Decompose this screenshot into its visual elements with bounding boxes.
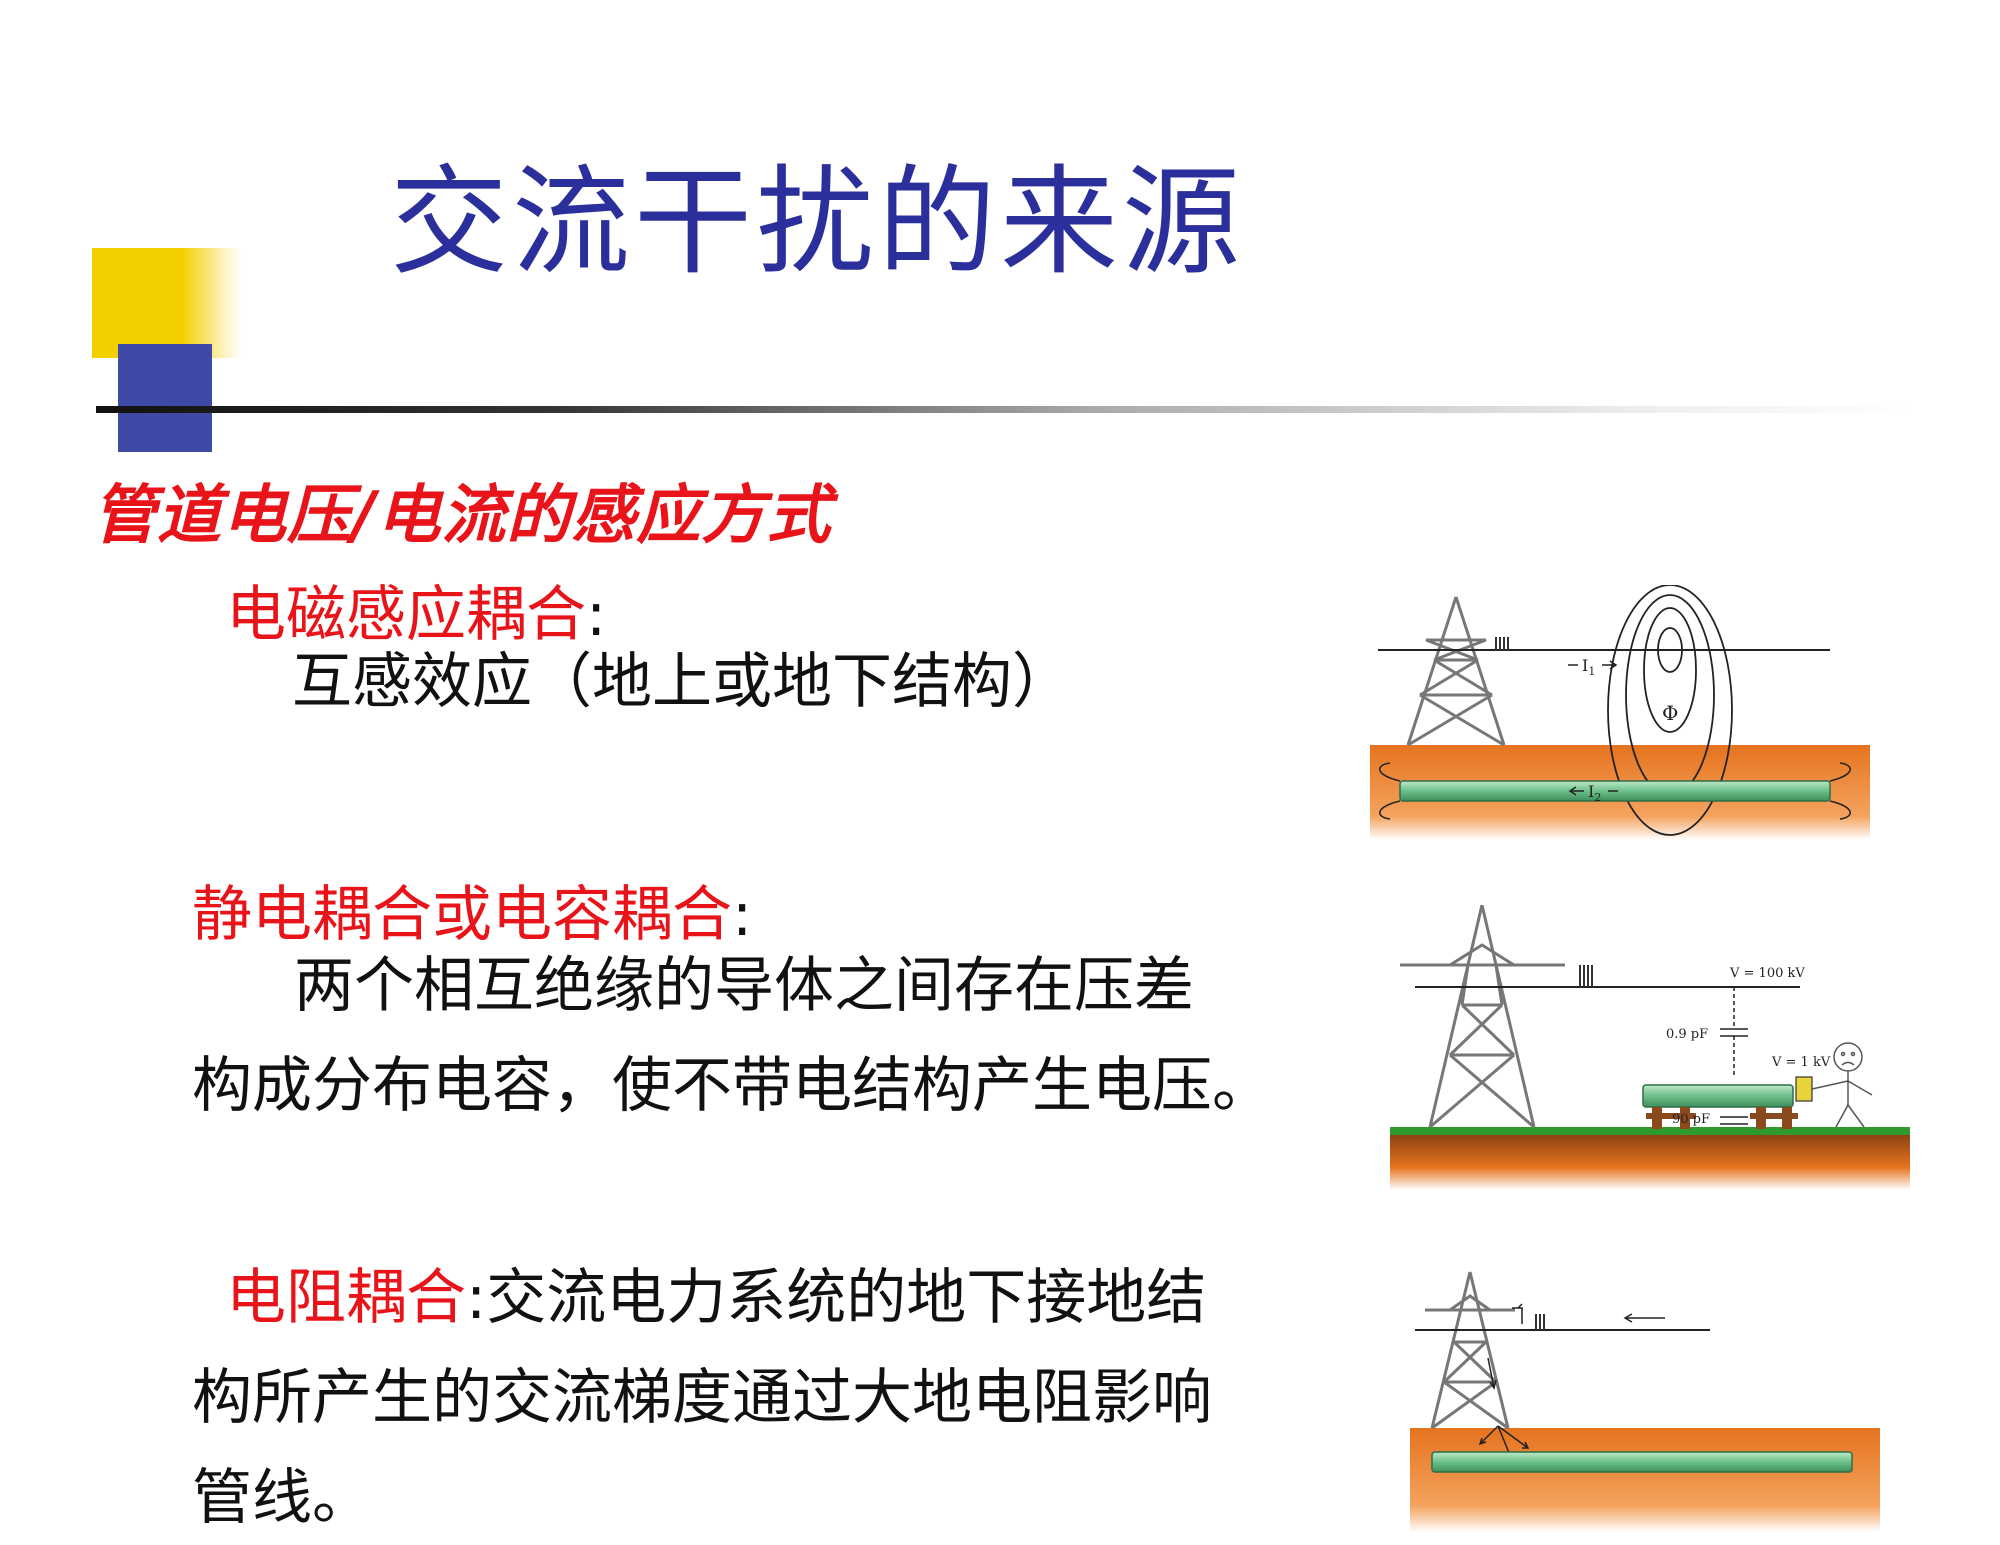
electromagnetic-description: 互感效应（地上或地下结构） [292,647,1072,717]
resistive-line-1: 电阻耦合:交流电力系统的地下接地结 [226,1262,1206,1334]
decor-blue-square [118,344,212,452]
resistive-line-3: 管线。 [192,1463,372,1533]
pipe-end-current-loops [1379,762,1851,820]
term-electrostatic: 静电耦合或电容耦合: [192,866,752,953]
soil-layer [1390,1133,1910,1190]
insulator [1495,637,1509,651]
resistive-line-1-text: :交流电力系统的地下接地结 [466,1263,1207,1333]
electrostatic-line-1: 两个相互绝缘的导体之间存在压差 [294,951,1194,1021]
capacitor-lower [1720,1116,1748,1125]
transmission-tower [1400,905,1565,1129]
transmission-tower [1425,1271,1515,1430]
capacitive-coupling-diagram: V = 100 kV 0.9 pF 90 pF V = 1 kV [1390,905,1910,1190]
section-subtitle: 管道电压/电流的感应方式 [92,479,832,553]
soil-layer [1410,1428,1880,1532]
term-resistive-label: 电阻耦合 [226,1263,466,1333]
decor-yellow-square [92,248,242,358]
voltmeter [1795,1076,1813,1102]
title-divider-line [96,406,1916,413]
flux-symbol: Φ [1662,701,1678,725]
svg-text:I2: I2 [1588,782,1601,804]
transmission-tower [1406,596,1506,747]
current-label-i2: I2 [1568,782,1618,804]
line-voltage-label: V = 100 kV [1729,966,1805,981]
term-electromagnetic-label: 电磁感应耦合 [226,580,586,650]
slide-title: 交流干扰的来源 [390,153,1245,291]
grass-strip [1390,1127,1910,1135]
resistive-coupling-diagram [1410,1271,1880,1532]
current-label-i1: I1 [1568,656,1618,678]
term-colon: : [732,880,753,950]
pipe-supports [1646,1107,1798,1129]
stick-figure [1811,1042,1873,1128]
capacitance-lower-label: 90 pF [1672,1112,1710,1127]
term-colon: : [586,580,607,650]
pipe-on-supports [1642,1084,1794,1108]
electrostatic-line-2: 构成分布电容，使不带电结构产生电压。 [192,1051,1272,1121]
term-electrostatic-label: 静电耦合或电容耦合 [192,880,732,950]
pipe-voltage-label: V = 1 kV [1771,1055,1831,1070]
buried-pipe [1431,1451,1853,1473]
insulator [1579,965,1593,987]
em-induction-diagram: I1 Φ I2 [1370,585,1870,840]
insulator [1535,1314,1545,1330]
capacitor-upper [1720,987,1748,1075]
capacitance-upper-label: 0.9 pF [1666,1027,1708,1042]
resistive-line-2: 构所产生的交流梯度通过大地电阻影响 [192,1363,1212,1433]
term-electromagnetic: 电磁感应耦合: [226,566,606,653]
svg-text:I1: I1 [1582,656,1595,678]
